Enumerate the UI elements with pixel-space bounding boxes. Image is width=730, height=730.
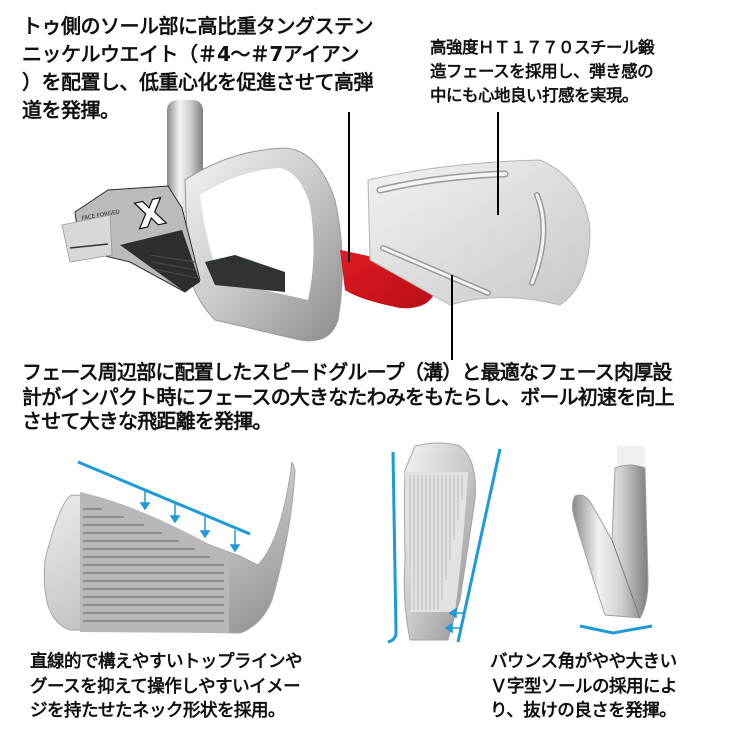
callout-topline-neck: 直線的で構えやすいトップラインや グースを抑えて操作しやすいイメー ジを持たせた… <box>30 650 303 724</box>
topline-guide-line <box>77 460 251 536</box>
callout-line: Ｖ字型ソールの採用によ <box>490 676 678 697</box>
callout-line: 計がインパクト時にフェースの大きなたわみをもたらし、ボール初速を向上 <box>22 384 675 409</box>
iron-sole-profile <box>572 464 649 619</box>
offset-arrows <box>444 607 464 634</box>
face-view-illustration <box>43 460 296 634</box>
address-score-lines <box>409 475 463 610</box>
callout-line: 中にも心地良い打感を実現。 <box>430 86 639 105</box>
address-view-illustration <box>387 442 502 644</box>
leading-edge-guide-left <box>387 451 398 644</box>
callout-line: 直線的で構えやすいトップラインや <box>30 652 303 672</box>
topline-arrows <box>139 490 241 553</box>
callout-forged-face: 高強度ＨＴ１７７０スチール鍛 造フェースを採用し、弾き感の 中にも心地良い打感を… <box>430 36 655 108</box>
address-face-area <box>405 472 468 612</box>
callout-line: 造フェースを採用し、弾き感の <box>430 62 654 81</box>
callout-line: させて大きな飛距離を発揮。 <box>22 409 272 433</box>
badge-dark-stripe <box>120 230 200 292</box>
callout-line: バウンス角がやや大きい <box>490 652 677 672</box>
face-score-lines <box>83 508 224 622</box>
callout-line: フェース周辺部に配置したスピードグループ（溝）と最適なフェース肉厚設 <box>22 360 672 384</box>
sole-insert <box>205 255 285 292</box>
callout-tungsten-weight: トゥ側のソール部に高比重タングステン ニッケルウエイト（＃4～＃7アイアン ）を… <box>22 12 374 124</box>
callout-line: り、抜けの良さを発揮。 <box>490 701 677 721</box>
blade-layer <box>61 214 113 263</box>
callout-line: 道を発揮。 <box>22 98 120 122</box>
sole-view-illustration <box>572 446 653 635</box>
tungsten-weight <box>340 250 437 309</box>
callout-line: ジを持たせたネック形状を採用。 <box>30 701 286 721</box>
callout-speed-groove: フェース周辺部に配置したスピードグループ（溝）と最適なフェース肉厚設 計がインパ… <box>22 360 675 434</box>
callout-line: トゥ側のソール部に高比重タングステン <box>22 14 374 38</box>
callout-v-sole: バウンス角がやや大きい Ｖ字型ソールの採用によ り、抜けの良さを発揮。 <box>490 650 678 724</box>
callout-line: グースを抑えて操作しやすいイメー <box>30 676 301 697</box>
callout-line: ）を配置し、低重心化を促進させて高弾 <box>22 70 374 94</box>
exploded-iron-head-illustration: X FACE FORGED <box>61 100 591 360</box>
face-scoring-area <box>80 492 229 633</box>
callout-line: 高強度ＨＴ１７７０スチール鍛 <box>430 38 655 57</box>
leading-edge-guide-right <box>456 448 502 643</box>
v-sole-marker <box>579 624 653 635</box>
callout-line: ニッケルウエイト（＃4～＃7アイアン <box>22 42 360 66</box>
